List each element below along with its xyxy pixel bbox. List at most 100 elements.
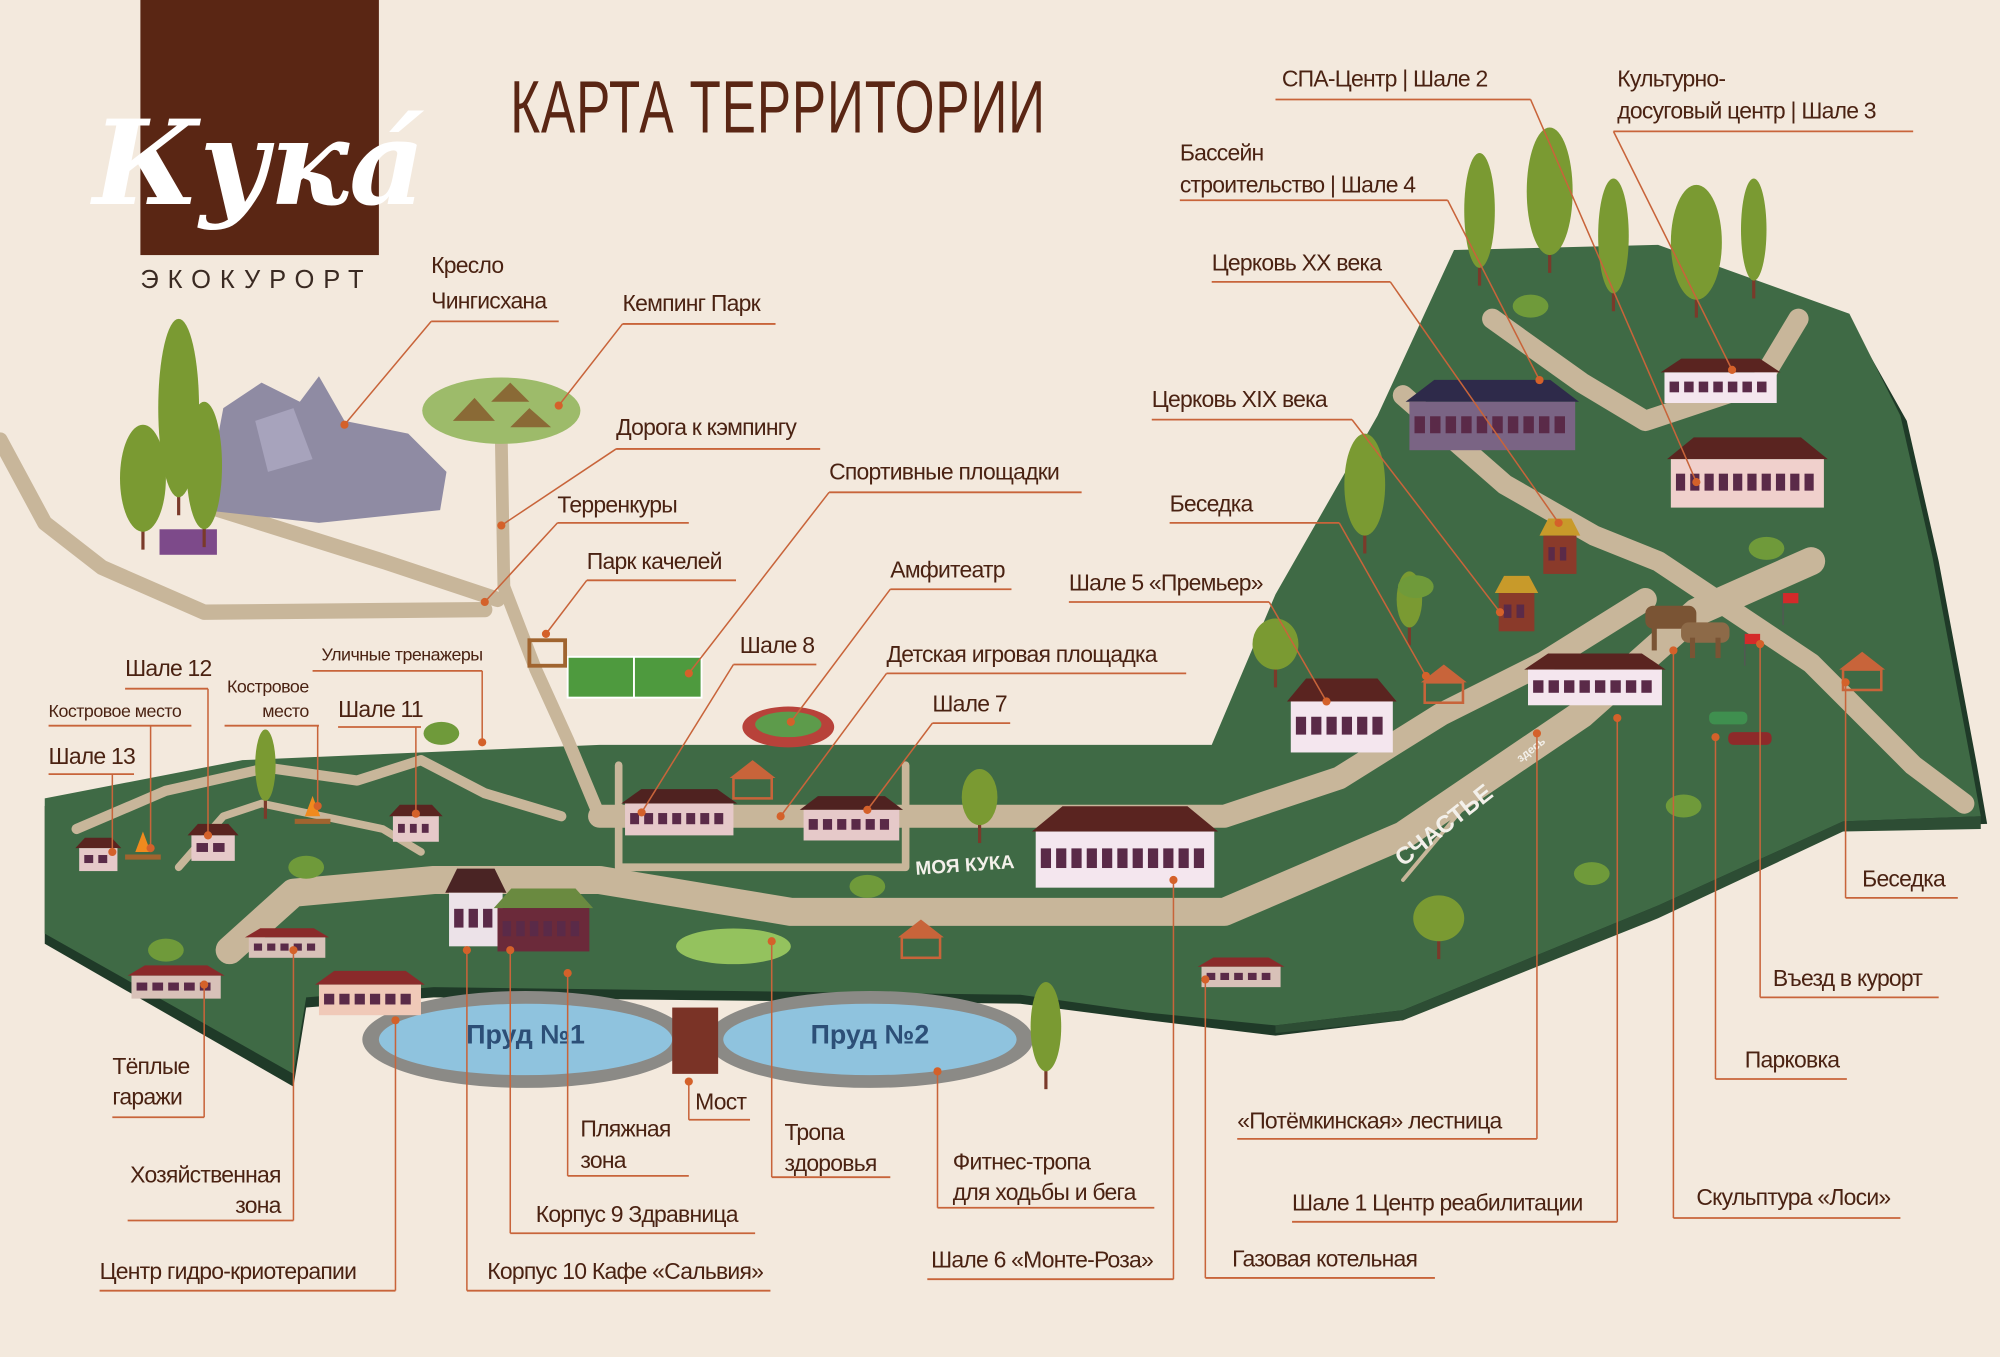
camping-road	[494, 433, 606, 823]
pond-2-label: Пруд №2	[811, 1019, 930, 1049]
leader-line	[688, 491, 830, 674]
leader-line	[1446, 199, 1541, 381]
marker-dot	[1495, 608, 1505, 617]
label-besedka2: Беседка	[1841, 678, 1958, 899]
label-garazhi: Тёплые гаражи	[112, 980, 209, 1119]
tree	[119, 424, 166, 550]
leader-line	[558, 323, 624, 407]
label-shale6: Шале 6 «Монте-Роза»	[927, 875, 1178, 1281]
marker-dot	[411, 809, 420, 818]
tree	[961, 769, 998, 844]
label-text: Фитнес-тропа	[953, 1149, 1091, 1175]
leader-line	[343, 320, 432, 426]
bridge	[672, 1007, 719, 1074]
label-most: Мост	[684, 1077, 751, 1121]
tree	[1252, 618, 1299, 688]
marker-dot	[1841, 678, 1850, 687]
label-text: зона	[580, 1147, 626, 1173]
pond-2	[723, 1003, 1017, 1076]
chingis-chair-rocks	[159, 376, 447, 555]
tree	[1030, 982, 1062, 1090]
tree	[1740, 178, 1767, 299]
label-text: Дорога к кэмпингу	[616, 414, 797, 440]
tree	[186, 401, 223, 548]
label-text: Терренкуры	[557, 492, 677, 518]
marker-dot	[786, 717, 795, 726]
korpus-10	[445, 868, 507, 947]
bush	[1573, 862, 1610, 886]
ponds: Пруд №1 Пруд №2	[362, 990, 1034, 1088]
label-text: Шале 5 «Премьер»	[1069, 569, 1263, 595]
logo-word: Кука́	[90, 94, 425, 232]
label-text: Спортивные площадки	[829, 459, 1059, 485]
label-spa: СПА-Центр | Шале 2	[1275, 66, 1701, 487]
bush	[849, 874, 886, 898]
chalet-13	[75, 837, 122, 872]
marker-dot	[863, 805, 872, 814]
marker-dot	[478, 738, 487, 747]
tree	[255, 729, 276, 819]
marker-dot	[1692, 478, 1701, 487]
chalet-5-premier	[1286, 678, 1397, 753]
marker-dot	[776, 812, 785, 821]
chalet-6-monte-rosa	[1031, 806, 1219, 888]
tree	[1344, 433, 1386, 554]
label-text: Кресло	[431, 252, 503, 278]
logo-box	[140, 0, 379, 256]
label-cerkov19: Церковь XIX века	[1151, 386, 1505, 617]
label-text: Парковка	[1745, 1046, 1840, 1072]
label-text: Шале 6 «Монте-Роза»	[931, 1247, 1153, 1273]
label-text: Церковь XX века	[1212, 249, 1383, 275]
label-text: Костровое	[227, 677, 309, 697]
label-text: Тропа	[784, 1119, 845, 1145]
label-text: гаражи	[112, 1083, 182, 1109]
label-text: Тёплые	[112, 1053, 189, 1079]
marker-dot	[1727, 365, 1737, 374]
label-text: Детская игровая площадка	[886, 641, 1157, 667]
hill-edge	[1275, 816, 1981, 1034]
marker-dot	[289, 946, 298, 955]
label-kacheli: Парк качелей	[541, 548, 736, 638]
label-text: «Потёмкинская» лестница	[1237, 1108, 1502, 1134]
marker-dot	[1554, 518, 1563, 527]
label-text: Корпус 10 Кафе «Сальвия»	[487, 1258, 763, 1284]
label-text: Церковь XIX века	[1152, 386, 1328, 412]
hydro-center	[315, 970, 425, 1016]
campfire-icon	[294, 795, 331, 824]
label-text: зона	[235, 1192, 281, 1218]
marker-dot	[1711, 733, 1720, 742]
label-text: Шале 8	[740, 632, 814, 658]
buildings	[75, 358, 1886, 1016]
label-cerkov20: Церковь XX века	[1212, 249, 1563, 527]
marker-dot	[1201, 975, 1210, 984]
tree	[1526, 127, 1573, 273]
chalet-1-rehab	[1524, 653, 1666, 706]
utility-building	[244, 928, 330, 958]
label-text: Газовая котельная	[1232, 1245, 1417, 1271]
chalet-4-pool	[1405, 379, 1580, 451]
label-text: Костровое место	[49, 701, 182, 721]
tents	[452, 382, 552, 428]
chalet-3-culture	[1660, 358, 1781, 404]
label-text: Шале 12	[125, 655, 211, 681]
marker-dot	[462, 946, 471, 955]
label-text: Парк качелей	[587, 548, 722, 574]
leader-line	[1389, 281, 1560, 524]
pond-1	[378, 1003, 673, 1076]
flag-icon	[1782, 593, 1799, 625]
label-shale7: Шале 7	[863, 691, 1011, 814]
label-text: досуговый центр | Шале 3	[1617, 98, 1876, 124]
logo-subtitle: ЭКОКУРОРТ	[140, 266, 372, 294]
label-text: Уличные тренажеры	[322, 645, 483, 665]
church-20c	[1539, 518, 1581, 574]
label-korpus9: Корпус 9 Здравница	[506, 946, 756, 1235]
marker-dot	[1169, 875, 1178, 885]
label-text: Центр гидро-криотерапии	[100, 1258, 357, 1284]
leader-line	[1351, 419, 1501, 613]
marker-dot	[497, 521, 506, 530]
schastie-path	[1401, 731, 1539, 882]
